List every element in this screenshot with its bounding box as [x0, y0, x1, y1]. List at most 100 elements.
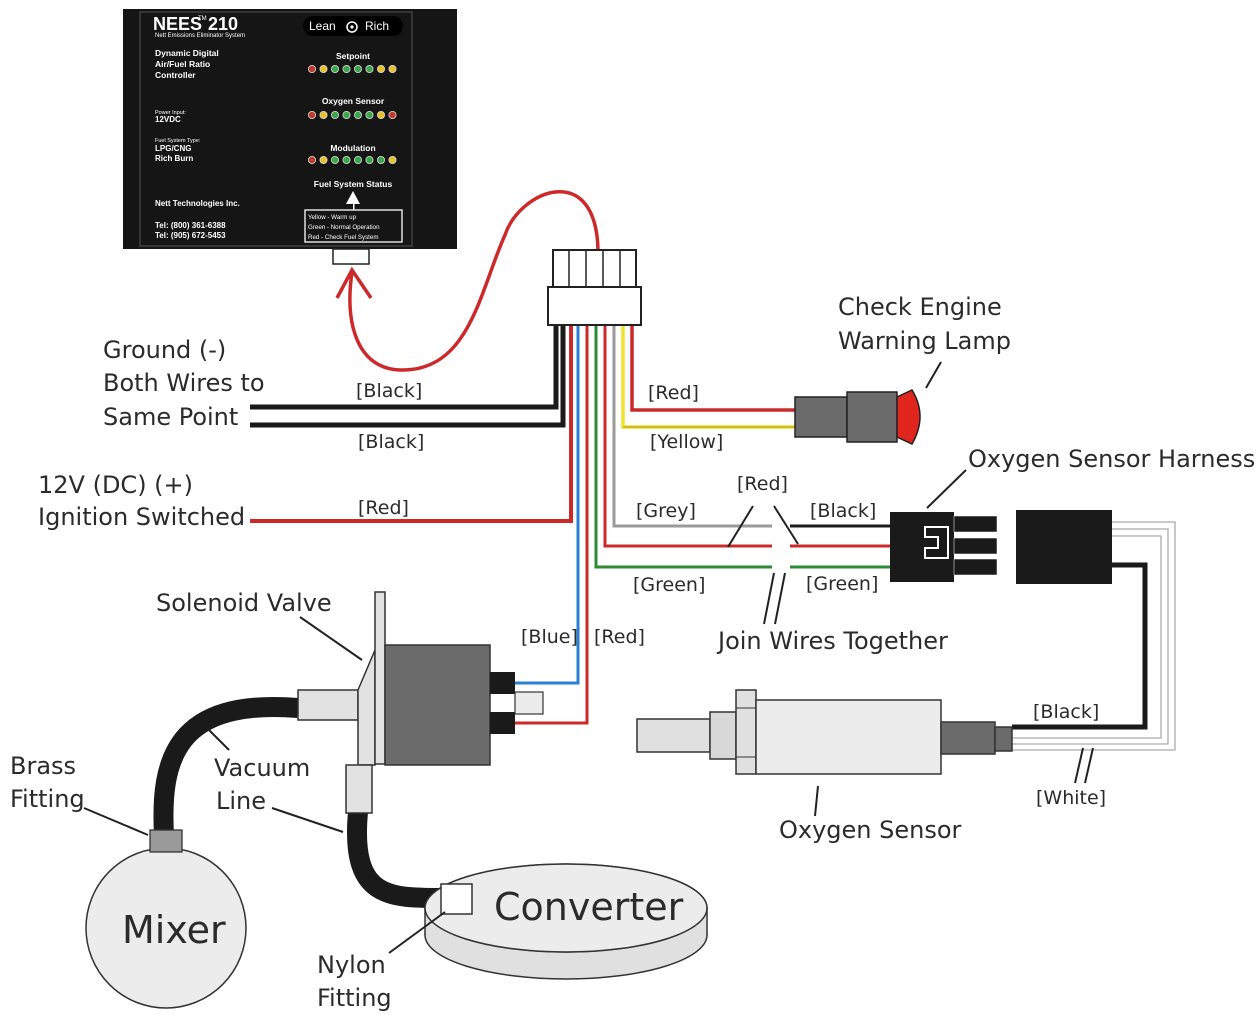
- solenoid-label: Solenoid Valve: [156, 589, 332, 617]
- status-yellow: Yellow - Warm up: [308, 214, 357, 221]
- wire-label-black-harness: [Black]: [810, 500, 876, 522]
- up-arrow-icon: [346, 191, 360, 204]
- setpoint-led-6: [365, 65, 374, 74]
- solenoid-valve: [297, 591, 544, 814]
- nylon-leader: [388, 911, 446, 954]
- controller-port: [332, 248, 370, 265]
- o2-harness-label: Oxygen Sensor Harness: [968, 445, 1255, 473]
- connector-body: [547, 286, 642, 326]
- controller-brand: NEES: [153, 14, 202, 34]
- wire-label-white-sensor: [White]: [1036, 787, 1106, 809]
- setpoint-led-3: [330, 65, 339, 74]
- fuel-type-value-2: Rich Burn: [155, 154, 193, 163]
- lean-label: Lean: [309, 19, 336, 33]
- setpoint-led-5: [353, 65, 362, 74]
- fuel-status-legend: [304, 209, 403, 243]
- rich-label: Rich: [365, 19, 389, 33]
- oxygen-led-3: [330, 111, 339, 120]
- red-join-wire: [603, 320, 772, 548]
- controller-desc-1: Dynamic Digital: [155, 48, 219, 58]
- nylon-label-1: Nylon: [317, 951, 386, 979]
- fuel-status-title: Fuel System Status: [314, 179, 393, 189]
- controller-subtitle: Nett Emissions Eliminator System: [155, 33, 245, 39]
- modulation-led-5: [353, 155, 362, 164]
- join-leader-1: [763, 572, 775, 625]
- lamp-socket: [794, 396, 848, 438]
- lamp-housing: [846, 391, 898, 443]
- solenoid-coil: [384, 644, 491, 766]
- wire-label-black-sensor: [Black]: [1033, 701, 1099, 723]
- join-leader-2: [774, 572, 786, 625]
- join-label: Join Wires Together: [716, 627, 948, 655]
- ground-wire-1: [250, 320, 559, 410]
- oxygen-led-5: [353, 111, 362, 120]
- setpoint-led-8: [388, 65, 397, 74]
- wire-label-red-lamp: [Red]: [648, 382, 699, 404]
- fuel-type-label: Fuel System Type:: [155, 138, 201, 144]
- modulation-led-6: [365, 155, 374, 164]
- wire-label-red-join: [Red]: [737, 473, 788, 495]
- vacuum-leader-1: [207, 728, 230, 751]
- modulation-led-1: [307, 155, 316, 164]
- telephone-1: Tel: (800) 361-6388: [155, 221, 226, 230]
- setpoint-led-row: [307, 65, 397, 74]
- harness-plug-body: [890, 512, 954, 582]
- red-join-leader-1: [727, 505, 754, 548]
- brass-fitting: [149, 829, 183, 853]
- grey-wire: [612, 320, 772, 528]
- vacuum-line-mixer: [153, 696, 299, 836]
- modulation-led-2: [319, 155, 328, 164]
- vacuum-label-1: Vacuum: [214, 754, 310, 782]
- adjust-knob-center: [350, 25, 354, 29]
- harness-leader: [926, 469, 967, 509]
- wire-connector: [547, 249, 642, 326]
- ground-label-2: Both Wires to: [103, 369, 265, 397]
- oxygen-led-8: [388, 111, 397, 120]
- controller-desc-3: Controller: [155, 70, 196, 80]
- oxygen-sensor: [636, 689, 1013, 775]
- check-engine-lamp: [794, 389, 921, 445]
- oxygen-led-6: [365, 111, 374, 120]
- wire-label-green-1: [Green]: [633, 574, 705, 596]
- brass-leader: [83, 807, 149, 836]
- harness-socket-body: [1016, 510, 1112, 584]
- ground-wire-2: [250, 320, 566, 428]
- oxygen-sensor-title: Oxygen Sensor: [322, 96, 385, 106]
- controller-inner-frame: [139, 11, 413, 247]
- setpoint-led-7: [376, 65, 385, 74]
- nylon-fitting: [440, 883, 473, 915]
- modulation-led-4: [342, 155, 351, 164]
- vacuum-line-converter: [347, 811, 447, 909]
- ignition-wire: [250, 320, 573, 523]
- adjust-knob-icon[interactable]: [346, 21, 358, 33]
- oxygen-sensor-harness-plug: [890, 510, 1112, 584]
- check-engine-label-2: Warning Lamp: [838, 327, 1011, 355]
- ground-label-1: Ground (-): [103, 336, 226, 364]
- blue-wire: [515, 320, 580, 685]
- setpoint-title: Setpoint: [336, 51, 370, 61]
- controller-trademark: TM: [198, 16, 207, 22]
- check-engine-label-1: Check Engine: [838, 293, 1002, 321]
- wire-label-green-2: [Green]: [806, 573, 878, 595]
- sensor-hex-nut: [735, 689, 757, 775]
- sensor-body: [755, 699, 942, 775]
- status-red: Red - Check Fuel System: [308, 234, 379, 241]
- setpoint-led-4: [342, 65, 351, 74]
- sensor-black-wire: [1012, 562, 1148, 730]
- modulation-led-row: [307, 155, 397, 164]
- mixer-label: Mixer: [122, 908, 226, 952]
- brass-label-2: Fitting: [10, 785, 85, 813]
- ground-label-3: Same Point: [103, 403, 238, 431]
- setpoint-led-2: [319, 65, 328, 74]
- sensor-tip: [636, 718, 711, 753]
- arrow-head-icon: [335, 266, 373, 299]
- o2-sensor-label: Oxygen Sensor: [779, 816, 962, 844]
- oxygen-sensor-led-row: [307, 111, 397, 120]
- company-name: Nett Technologies Inc.: [155, 199, 240, 208]
- vacuum-label-2: Line: [216, 787, 266, 815]
- lamp-lens-icon: [896, 389, 921, 445]
- wire-label-black-1: [Black]: [356, 380, 422, 402]
- setpoint-led-1: [307, 65, 316, 74]
- ignition-label-2: Ignition Switched: [38, 503, 245, 531]
